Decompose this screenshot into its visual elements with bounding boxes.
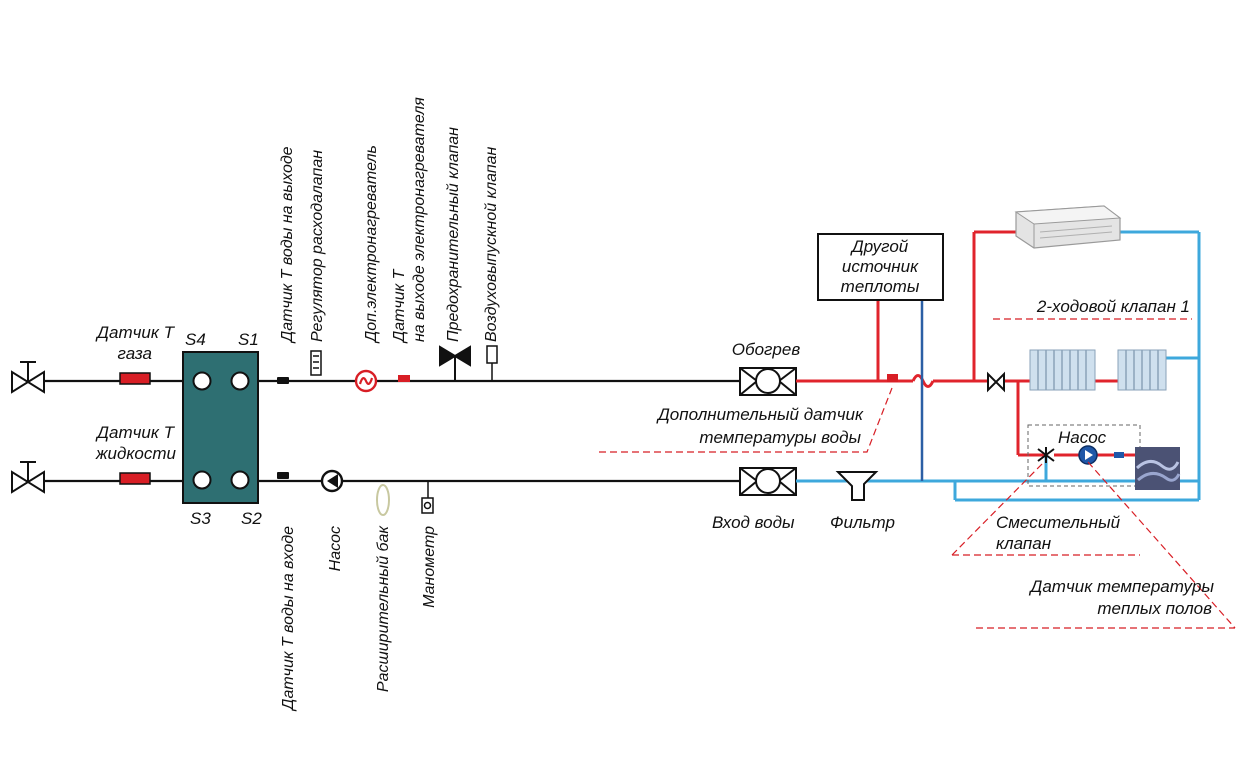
port-s3: S3: [190, 509, 211, 528]
liquid-sensor-icon: [119, 472, 151, 485]
radiator-icon: [1029, 349, 1096, 391]
mixing-valve-icon: [1037, 447, 1055, 463]
gas-sensor-label-1: Датчик Т: [95, 323, 176, 342]
vertical-labels-top: Датчик Т воды на выходе Регулятор расход…: [279, 97, 500, 344]
filter-icon: [835, 471, 879, 501]
two-way-valve-label: 2-ходовой клапан 1: [1036, 297, 1190, 316]
outlet-water-sensor-icon: [277, 377, 289, 384]
pump-main-label: Насос: [327, 526, 344, 571]
air-vent-icon: [486, 345, 498, 381]
port-s4: S4: [185, 330, 206, 349]
extra-water-sensor-icon: [887, 374, 898, 382]
gas-sensor-icon: [119, 372, 151, 385]
other-heat-source-label-2: источник: [842, 257, 919, 276]
flow-regulator-label: Регулятор расходалапан: [309, 150, 326, 342]
vertical-labels-bottom: Датчик Т воды на входе Насос Расширитель…: [280, 525, 438, 712]
extra-water-sensor-label-2: температуры воды: [699, 428, 861, 447]
aux-heater-label: Доп.электронагреватель: [363, 145, 380, 344]
water-inlet-label: Вход воды: [712, 513, 795, 532]
liquid-sensor-label-2: жидкости: [95, 444, 177, 463]
floor-pump-label: Насос: [1058, 428, 1107, 447]
expansion-tank-label: Расширительный бак: [375, 525, 392, 693]
flow-regulator-icon: [310, 350, 322, 376]
port-s2: S2: [241, 509, 262, 528]
mixing-valve-label-1: Смесительный: [996, 513, 1121, 532]
manometer-icon: [421, 481, 434, 514]
horizontal-labels: Датчик Т газа Датчик Т жидкости S4 S1 S3…: [95, 297, 1215, 618]
air-vent-label: Воздуховыпускной клапан: [483, 146, 500, 342]
heater-outlet-sensor-label-2: на выходе электронагревателя: [411, 97, 428, 342]
radiator-icon: [1117, 349, 1167, 391]
heating-label: Обогрев: [732, 340, 801, 359]
floor-heating-icon: [1135, 447, 1181, 490]
two-way-valve-icon: [987, 371, 1005, 393]
inlet-water-sensor-label: Датчик Т воды на входе: [280, 526, 297, 712]
heat-exchanger: [182, 351, 259, 504]
other-heat-source-label-1: Другой: [850, 237, 909, 256]
fan-coil-icon: [1014, 205, 1122, 249]
gate-valve-gas: [11, 361, 45, 394]
liquid-sensor-label-1: Датчик Т: [95, 423, 176, 442]
floor-sensor-label-1: Датчик температуры: [1028, 577, 1214, 596]
electric-heater-icon: [354, 369, 378, 393]
pump-icon: [320, 469, 344, 493]
safety-valve-icon: [439, 345, 471, 381]
expansion-tank-icon: [376, 484, 390, 516]
filter-label: Фильтр: [830, 513, 895, 532]
heater-outlet-sensor-icon: [398, 375, 410, 382]
mixing-valve-label-2: клапан: [996, 534, 1052, 553]
other-heat-source-box: [817, 233, 944, 301]
extra-water-sensor-label-1: Дополнительный датчик: [656, 405, 864, 424]
manometer-label: Манометр: [421, 526, 438, 608]
gate-valve-liquid: [11, 461, 45, 494]
safety-valve-label: Предохранительный клапан: [445, 127, 462, 342]
other-heat-source-label-3: теплоты: [841, 277, 920, 296]
port-s1: S1: [238, 330, 259, 349]
gas-sensor-label-2: газа: [118, 344, 152, 363]
heating-unit-icon: [739, 367, 797, 396]
heater-outlet-sensor-label-1: Датчик Т: [391, 268, 408, 344]
water-inlet-unit-icon: [739, 467, 797, 496]
floor-pump-icon: [1054, 445, 1135, 465]
floor-sensor-label-2: теплых полов: [1097, 599, 1212, 618]
inlet-water-sensor-icon: [277, 472, 289, 479]
outlet-water-sensor-label: Датчик Т воды на выходе: [279, 146, 296, 344]
leader-lines: [599, 318, 1236, 629]
